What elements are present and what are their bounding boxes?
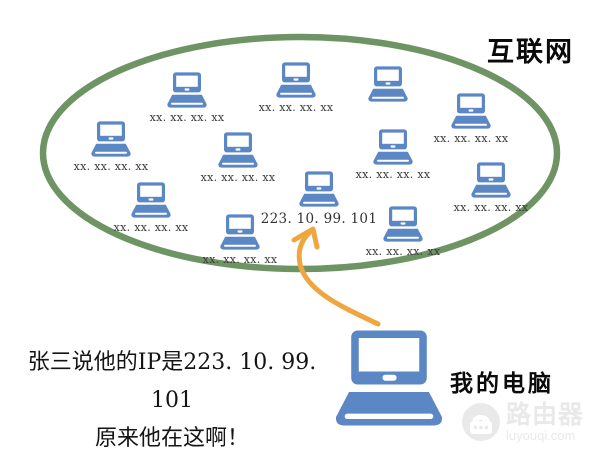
laptop-icon xyxy=(368,66,408,102)
laptop-icon xyxy=(220,214,260,250)
laptop-icon xyxy=(383,206,423,242)
ip-label: xx. xx. xx. xx xyxy=(113,221,189,234)
my-computer-label: 我的电脑 xyxy=(450,371,554,397)
laptop-icon xyxy=(218,132,258,168)
laptop-icon xyxy=(131,182,171,218)
internet-label: 互联网 xyxy=(487,37,574,68)
my-computer-icon xyxy=(335,330,443,426)
watermark-brand: 路由器 xyxy=(506,400,585,429)
caption-line2: 原来他在这啊！ xyxy=(94,426,249,451)
laptop-icon xyxy=(167,72,207,108)
ip-label: xx. xx. xx. xx xyxy=(149,111,225,124)
watermark-domain: luyouqi.com xyxy=(506,428,576,443)
pointer-arrow xyxy=(296,227,381,327)
ip-label: xx. xx. xx. xx xyxy=(365,245,441,258)
ip-label: xx. xx. xx. xx xyxy=(202,253,278,266)
watermark: 路由器 luyouqi.com xyxy=(461,402,584,442)
caption-block: 张三说他的IP是223. 10. 99. 101 原来他在这啊！ xyxy=(6,344,338,458)
watermark-text: 路由器 luyouqi.com xyxy=(506,402,584,442)
laptop-icon xyxy=(91,121,131,157)
ip-label-real: 223. 10. 99. 101 xyxy=(260,211,378,227)
laptop-icon xyxy=(299,171,339,207)
ip-label: xx. xx. xx. xx xyxy=(200,171,276,184)
ip-label: xx. xx. xx. xx xyxy=(73,160,149,173)
laptop-icon xyxy=(373,129,413,165)
laptop-icon xyxy=(276,62,316,98)
laptop-icon xyxy=(471,162,511,198)
caption-line1: 张三说他的IP是223. 10. 99. 101 xyxy=(27,350,317,413)
laptop-icon xyxy=(451,93,491,129)
ip-label: xx. xx. xx. xx xyxy=(453,201,529,214)
ip-label: xx. xx. xx. xx xyxy=(433,132,509,145)
router-icon xyxy=(462,403,500,441)
pointer-arrowhead xyxy=(291,226,320,250)
ip-label: xx. xx. xx. xx xyxy=(355,168,431,181)
ip-label: xx. xx. xx. xx xyxy=(258,101,334,114)
